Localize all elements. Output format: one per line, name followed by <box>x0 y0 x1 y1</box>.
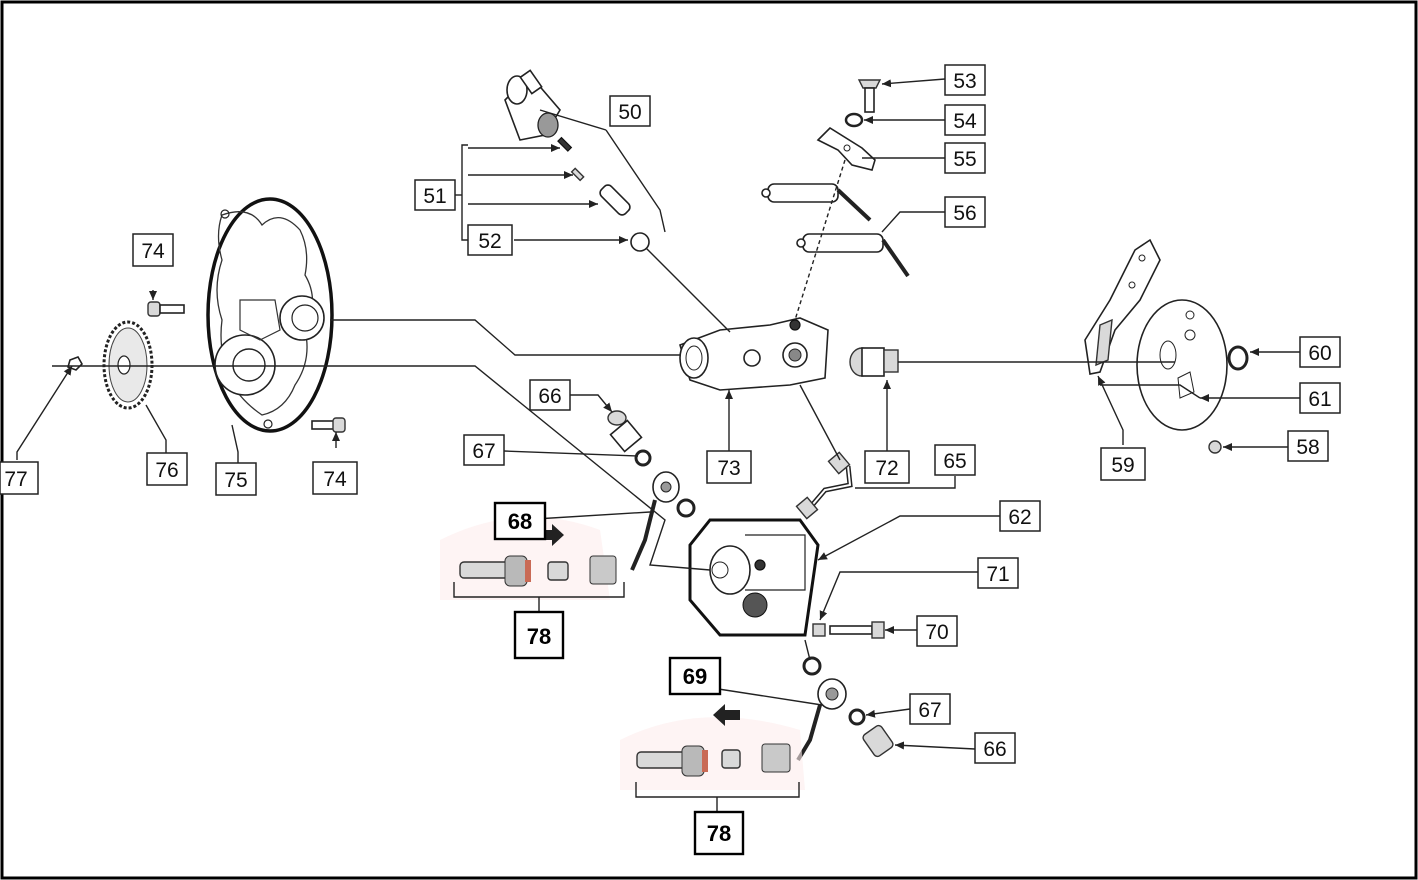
callout-53: 53 <box>944 64 986 96</box>
svg-text:69: 69 <box>683 664 707 689</box>
callout-74-top: 74 <box>132 233 174 267</box>
svg-text:71: 71 <box>986 563 1009 586</box>
svg-text:72: 72 <box>875 457 898 480</box>
callout-67-lower: 67 <box>909 693 951 725</box>
svg-text:53: 53 <box>953 70 976 93</box>
ball-52 <box>630 232 650 252</box>
svg-text:54: 54 <box>953 110 977 133</box>
plug-58 <box>1208 440 1222 454</box>
svg-text:58: 58 <box>1296 436 1319 459</box>
callout-60: 60 <box>1299 336 1341 368</box>
screw-74-top <box>147 301 185 317</box>
quick-connect-kit-78-lower <box>620 704 805 790</box>
callout-68: 68 <box>493 501 547 541</box>
callout-67-upper: 67 <box>463 434 505 466</box>
pump-block-62 <box>688 518 820 637</box>
svg-text:77: 77 <box>4 468 27 491</box>
callout-71: 71 <box>977 557 1019 589</box>
spring-pins-51 <box>557 136 631 216</box>
svg-text:65: 65 <box>943 450 966 473</box>
washer-54 <box>844 112 864 128</box>
ring-60 <box>1227 345 1249 371</box>
svg-text:62: 62 <box>1008 506 1031 529</box>
callout-73: 73 <box>706 450 752 484</box>
svg-text:68: 68 <box>508 509 532 534</box>
callout-78-upper: 78 <box>513 610 565 660</box>
callout-66-upper: 66 <box>529 379 571 411</box>
callout-61: 61 <box>1299 382 1341 414</box>
screw-74-bottom <box>311 417 346 433</box>
callout-55: 55 <box>944 142 986 174</box>
valve-body-73 <box>679 317 829 391</box>
svg-text:74: 74 <box>323 468 347 491</box>
svg-text:55: 55 <box>953 148 976 171</box>
svg-text:51: 51 <box>423 185 446 208</box>
leader-lines <box>16 78 1300 812</box>
fitting-66-67-upper <box>607 410 696 571</box>
bracket-59 <box>1084 238 1161 375</box>
callout-59: 59 <box>1100 447 1146 481</box>
callout-76: 76 <box>146 452 188 486</box>
svg-text:60: 60 <box>1308 342 1331 365</box>
callout-54: 54 <box>944 104 986 136</box>
svg-text:66: 66 <box>538 385 561 408</box>
plunger-50 <box>504 69 561 141</box>
callout-52: 52 <box>467 224 513 256</box>
screw-53 <box>857 79 882 113</box>
svg-text:70: 70 <box>925 621 948 644</box>
callout-51: 51 <box>414 179 456 211</box>
fitting-66-67-lower <box>796 656 894 762</box>
fitting-72 <box>849 347 899 377</box>
svg-text:76: 76 <box>155 459 178 482</box>
callout-50: 50 <box>609 95 651 127</box>
callout-62: 62 <box>999 500 1041 532</box>
callout-75: 75 <box>215 462 257 496</box>
bolt-70-71 <box>812 621 885 639</box>
clip-55 <box>816 126 876 171</box>
svg-text:52: 52 <box>478 230 501 253</box>
svg-text:59: 59 <box>1111 454 1134 477</box>
svg-text:78: 78 <box>527 624 551 649</box>
gear-76 <box>102 320 154 410</box>
svg-text:67: 67 <box>472 440 495 463</box>
tube-65 <box>795 451 853 520</box>
svg-text:75: 75 <box>224 469 247 492</box>
svg-text:50: 50 <box>618 101 641 124</box>
svg-text:56: 56 <box>953 202 976 225</box>
callout-70: 70 <box>916 615 958 647</box>
svg-text:73: 73 <box>717 457 740 480</box>
callout-69: 69 <box>668 656 722 696</box>
callout-66-lower: 66 <box>974 732 1016 764</box>
svg-text:78: 78 <box>707 821 731 846</box>
plate-gasket-75 <box>206 197 334 433</box>
callout-74-bottom: 74 <box>312 461 358 495</box>
svg-text:74: 74 <box>141 240 165 263</box>
callout-58: 58 <box>1287 430 1329 462</box>
svg-text:61: 61 <box>1308 388 1331 411</box>
disc-61 <box>1136 299 1228 431</box>
callout-56: 56 <box>944 196 986 228</box>
callout-78-lower: 78 <box>693 810 745 856</box>
quick-connect-kit-78-upper <box>440 517 617 600</box>
svg-text:67: 67 <box>918 699 941 722</box>
callout-65: 65 <box>934 444 976 476</box>
callout-72: 72 <box>864 450 910 484</box>
pins-56 <box>761 183 910 278</box>
callout-77: 77 <box>0 461 39 495</box>
svg-text:66: 66 <box>983 738 1006 761</box>
